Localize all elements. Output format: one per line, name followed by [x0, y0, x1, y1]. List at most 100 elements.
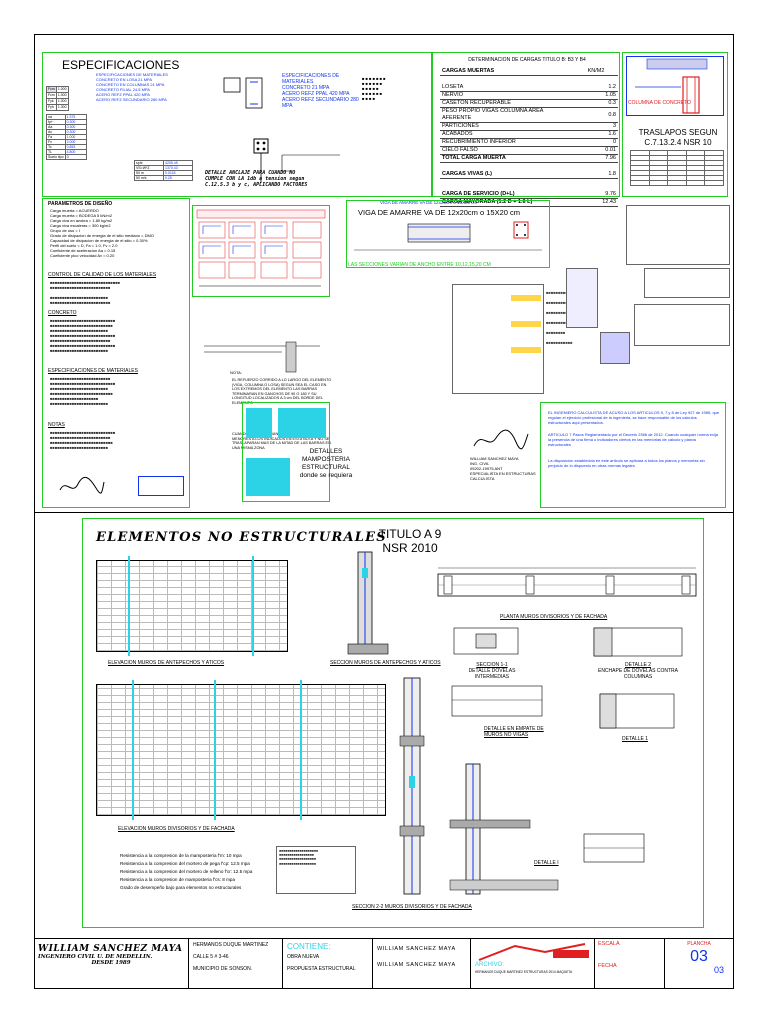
legal-paragraph-3: La disposicion establecida en este artic… — [548, 458, 705, 468]
designer-sub: INGENIERO CIVIL U. DE MEDELLIN. — [38, 954, 153, 960]
design-param-item: Carga muerta = ACUERDO — [50, 208, 99, 213]
notes-title: NOTAS — [48, 422, 65, 428]
titleblock-top-line — [34, 938, 734, 939]
signer-name: WILLIAM SANCHEZ MAYA — [470, 456, 519, 461]
nonstructural-title: ELEMENTOS NO ESTRUCTURALES — [96, 530, 387, 545]
tb-col-escala: ESCALA FECHA — [594, 938, 664, 989]
splice-title: TRASLAPOS SEGUN C.7.13.2.4 NSR 10 — [638, 128, 718, 147]
right-table-4 — [634, 304, 730, 346]
calc-value: 0.25 — [163, 175, 193, 181]
fecha-label: FECHA — [598, 963, 617, 969]
elev2-bar-b — [214, 680, 216, 820]
det-dovelas-label: DETALLE DOVELAS INTERMEDIAS — [468, 668, 516, 680]
anchor-note: DETALLE ANCLAJE PARA CUANDO NO CUMPLE CO… — [205, 170, 308, 188]
right-table-3 — [644, 268, 730, 298]
elevation-1-caption: ELEVACION MUROS DE ANTEPECHOS Y ATICOS — [108, 660, 225, 666]
legal-paragraph-2: ARTICULO 7 Pasos Reglamentado por el Dec… — [548, 432, 719, 447]
detail-1-drawing — [599, 693, 675, 729]
load-value: 1.2 — [574, 84, 618, 92]
owner-name: HERMANOS DUQUE MARTINEZ — [193, 942, 269, 948]
legal-paragraph-1: EL INGENIERO CALCULISTA DE ACUSO A LOS A… — [548, 410, 720, 425]
splice-diagram — [626, 56, 724, 116]
calc-name-2: WILLIAM SANCHEZ MAYA — [377, 962, 456, 968]
load-value: 0 — [574, 138, 618, 147]
stamp-left — [138, 476, 184, 496]
factored-load-label: CARGA MAYORADA (1.2 D + 1.6 L) — [440, 198, 574, 207]
sheet-number: 03 — [668, 949, 730, 965]
splice-table — [630, 150, 724, 186]
escala-label: ESCALA — [598, 941, 620, 947]
materials-spec-title: ESPECIFICACIONES DE MATERIALES — [48, 368, 138, 374]
design-param-item: Carga viva en azotea = 1.80 kg/m2 — [50, 218, 113, 223]
elev1-bar-a — [128, 556, 130, 656]
center-calc-table-1 — [452, 284, 544, 394]
center-calc-notes: ■■■■■■■■■■■■■■■■■■■■■■■■■■■■■■■■■■■■■■■■… — [546, 290, 578, 345]
load-value: 3 — [574, 122, 618, 131]
concrete-text: ■■■■■■■■■■■■■■■■■■■■■■■■■■■■■■■■■■■■■■■■… — [50, 318, 116, 353]
resistance-4: Resistencia a la compresion de mamposter… — [120, 877, 236, 882]
detail-2-drawing — [593, 627, 683, 657]
plan-caption: PLANTA MUROS DIVISORIOS Y DE FACHADA — [500, 614, 608, 620]
live-loads-label: CARGAS VIVAS (L) — [440, 171, 574, 179]
section-antepechos-drawing — [347, 551, 389, 655]
design-parameters-panel — [42, 198, 190, 508]
section-2-2-caption: SECCION 2-2 MUROS DIVISORIOS Y DE FACHAD… — [352, 904, 472, 910]
obra-label: OBRA NUEVA — [287, 954, 320, 960]
beam-bottom-note: LAS SECCIONES VARIAN DE ANCHO ENTRE 10,1… — [348, 262, 491, 268]
load-label: PARTICIONES — [440, 122, 574, 131]
rebar-details-drawing — [196, 209, 326, 287]
section-lower-drawing — [449, 763, 559, 895]
load-label: NERVIO — [440, 91, 574, 100]
center-note-box: ■■■■■■■■■■■■■■■■■■■■■■■■■■■■■■■■■■■■■■■■… — [276, 846, 356, 894]
resistance-1: Resistencia a la compresion de la mampos… — [120, 853, 242, 858]
owner-municipio: MUNICIPIO DE SONSON. — [193, 966, 253, 972]
load-label: CASETON RECUPERABLE — [440, 99, 574, 108]
load-value: 0.8 — [574, 107, 618, 123]
notes-text: ■■■■■■■■■■■■■■■■■■■■■■■■■■■■■■■■■■■■■■■■… — [50, 430, 116, 450]
masonry-note-2: CUANDO SE REQUIERAN TRASLAPOS NO SERAN M… — [232, 432, 331, 450]
titulo-a9: TITULO A 9 NSR 2010 — [370, 527, 450, 555]
detail-2-caption: DETALLE 2 ENCHAPE DE DOVELAS CONTRA COLU… — [590, 662, 686, 680]
right-table-1 — [626, 205, 730, 265]
specifications-panel — [42, 52, 432, 197]
detail-1-caption: DETALLE 1 — [622, 736, 649, 742]
load-value: 1.05 — [574, 91, 618, 100]
masonry-block-3 — [246, 458, 290, 496]
masonry-block-2 — [278, 408, 326, 438]
signature-left — [59, 476, 105, 494]
beam-panel — [346, 200, 550, 268]
archivo-label: ARCHIVO: — [475, 962, 505, 968]
load-label: ACABADOS — [440, 130, 574, 139]
titulo-label: TITULO A 9 — [378, 527, 442, 541]
horizontal-divider — [34, 512, 734, 513]
quality-control-title: CONTROL DE CALIDAD DE LOS MATERIALES — [48, 272, 157, 278]
column-label: COLUMNA DE CONCRETO — [628, 100, 691, 106]
service-load-label: CARGA DE SERVICIO (D+L) — [440, 191, 574, 199]
detail-i-caption: DETALLE I — [534, 860, 559, 866]
detail-empate-drawing — [451, 685, 543, 717]
elev2-bar-c — [300, 680, 302, 820]
right-table-5 — [600, 332, 630, 364]
masonry-label: DETALLES MAMPOSTERIA ESTRUCTURAL donde s… — [296, 448, 356, 480]
materials-spec-text: ■■■■■■■■■■■■■■■■■■■■■■■■■■■■■■■■■■■■■■■■… — [50, 376, 116, 406]
masonry-label-1: DETALLES — [309, 448, 343, 455]
brick-elevation-1 — [96, 560, 288, 652]
nota-label: NOTA: — [230, 370, 242, 375]
elevation-2-caption: ELEVACION MUROS DIVISORIOS Y DE FACHADA — [118, 826, 235, 832]
sheet-current: 03 — [690, 948, 708, 965]
load-value: 7.96 — [574, 154, 618, 163]
tb-col-owner: HERMANOS DUQUE MARTINEZ CALLE 5 # 3-46 M… — [188, 938, 282, 989]
dead-loads-header: CARGAS MUERTAS — [440, 68, 574, 76]
rebar-details-panel — [192, 205, 330, 297]
signer-title: ESPECIALISTA EN ESTRUCTURAS CALCULISTA — [470, 471, 536, 481]
